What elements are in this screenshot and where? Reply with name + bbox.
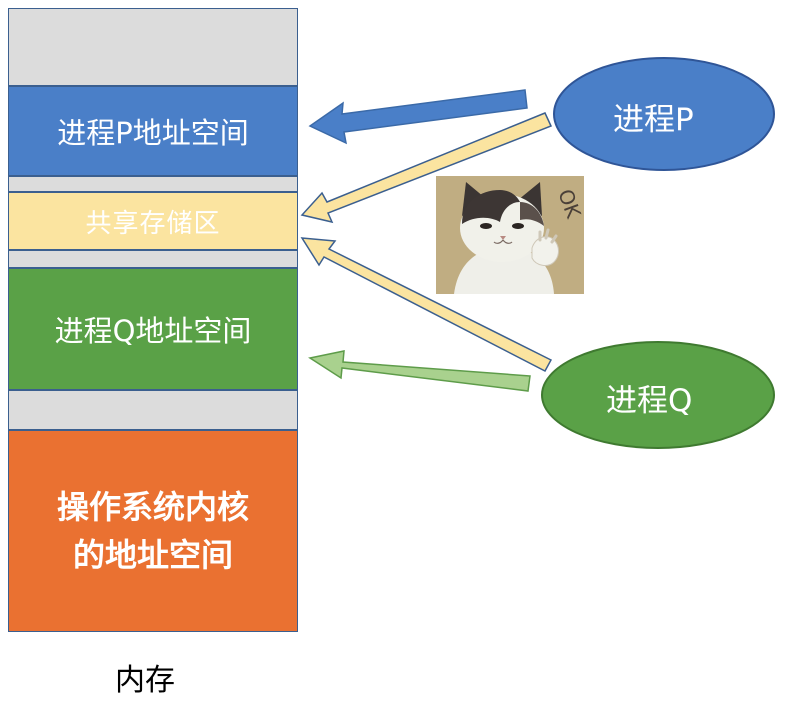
cat-ok-sticker-image: OK [436,176,584,294]
memory-free-gap-1 [8,176,298,192]
arrow-p-to-p-space [308,89,528,145]
process-q-ellipse [541,341,775,449]
memory-free-top [8,8,298,86]
memory-caption: 内存 [115,663,175,698]
process-q-address-space-label: 进程Q地址空间 [54,314,252,348]
shared-memory-label: 共享存储区 [85,208,221,239]
kernel-address-space-label-line2: 的地址空间 [72,536,233,574]
arrow-q-to-q-space [308,350,531,392]
shared-memory-region: 共享存储区 [8,192,298,250]
process-q-label: 进程Q [606,383,693,419]
kernel-address-space-label-line1: 操作系统内核 [56,488,249,526]
memory-free-gap-3 [8,390,298,430]
arrow-p-to-shared [300,112,553,224]
memory-free-gap-2 [8,250,298,268]
process-p-address-space: 进程P地址空间 [8,86,298,176]
process-p-address-space-label: 进程P地址空间 [57,116,249,150]
process-q-address-space: 进程Q地址空间 [8,268,298,390]
kernel-address-space: 操作系统内核 的地址空间 [8,430,298,632]
arrow-q-to-shared [300,237,553,373]
process-p-ellipse [553,57,775,171]
process-p-label: 进程P [613,102,694,138]
